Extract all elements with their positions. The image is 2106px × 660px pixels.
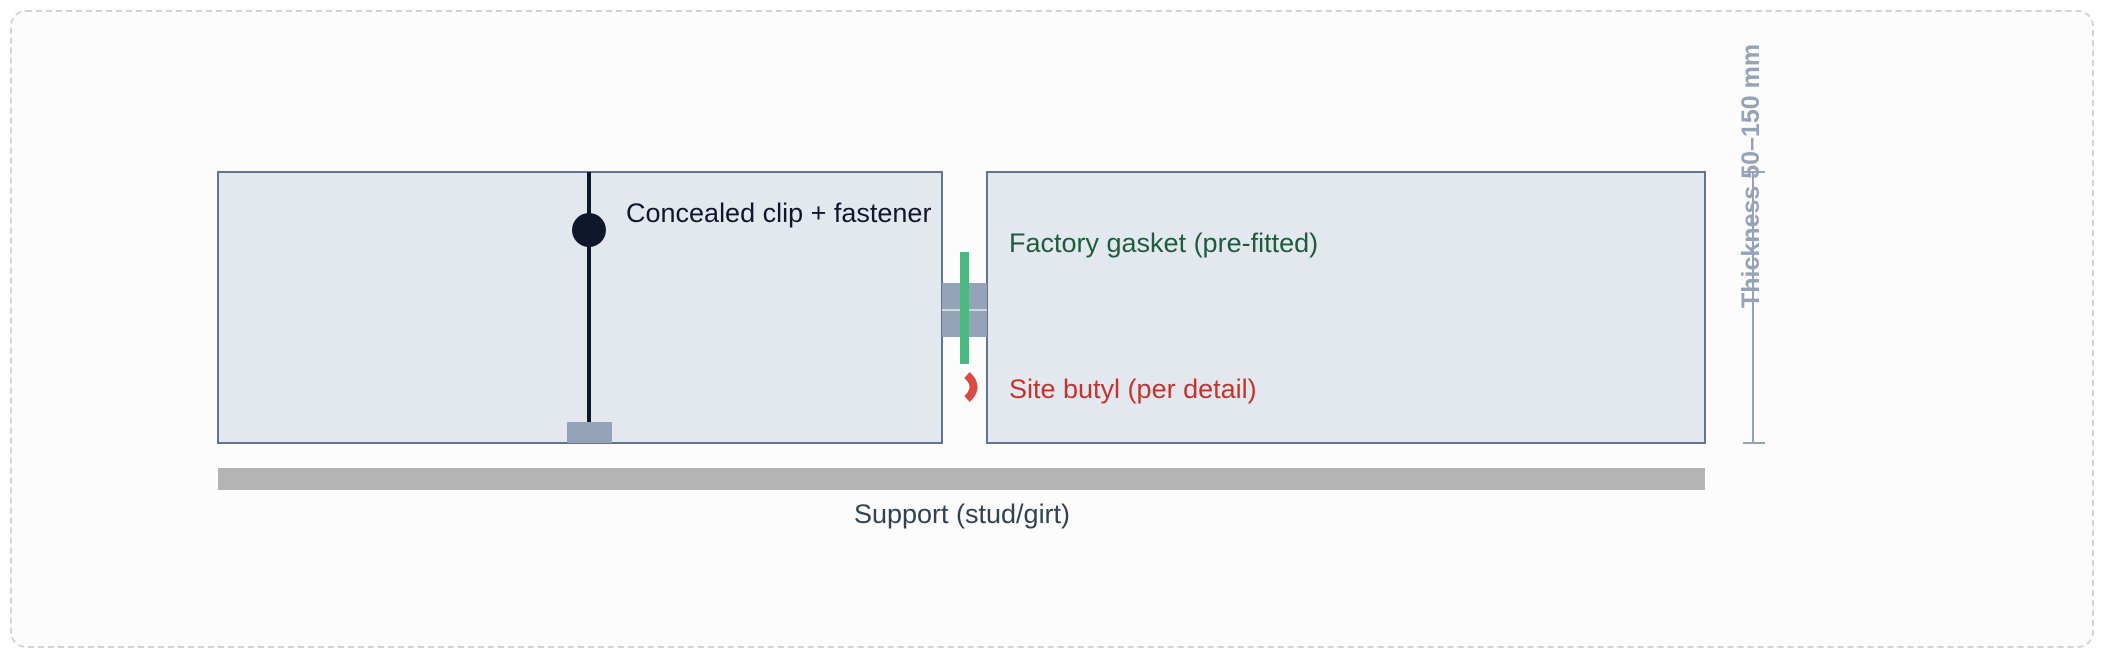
clip-label: Concealed clip + fastener [626, 198, 931, 228]
support-bar [218, 468, 1705, 490]
clip-base-plate [567, 422, 612, 443]
gasket-label: Factory gasket (pre-fitted) [1009, 228, 1318, 258]
butyl-label: Site butyl (per detail) [1009, 374, 1257, 404]
thickness-label: Thickness 50–150 mm [1737, 44, 1765, 308]
panel-joint-diagram: Concealed clip + fastener Factory gasket… [217, 44, 1765, 529]
fastener-head [572, 213, 606, 247]
support-label: Support (stud/girt) [854, 499, 1070, 529]
diagram-frame: Concealed clip + fastener Factory gasket… [10, 10, 2094, 648]
site-butyl-bead [964, 372, 978, 402]
panel-right [986, 171, 1706, 444]
factory-gasket [960, 252, 969, 364]
